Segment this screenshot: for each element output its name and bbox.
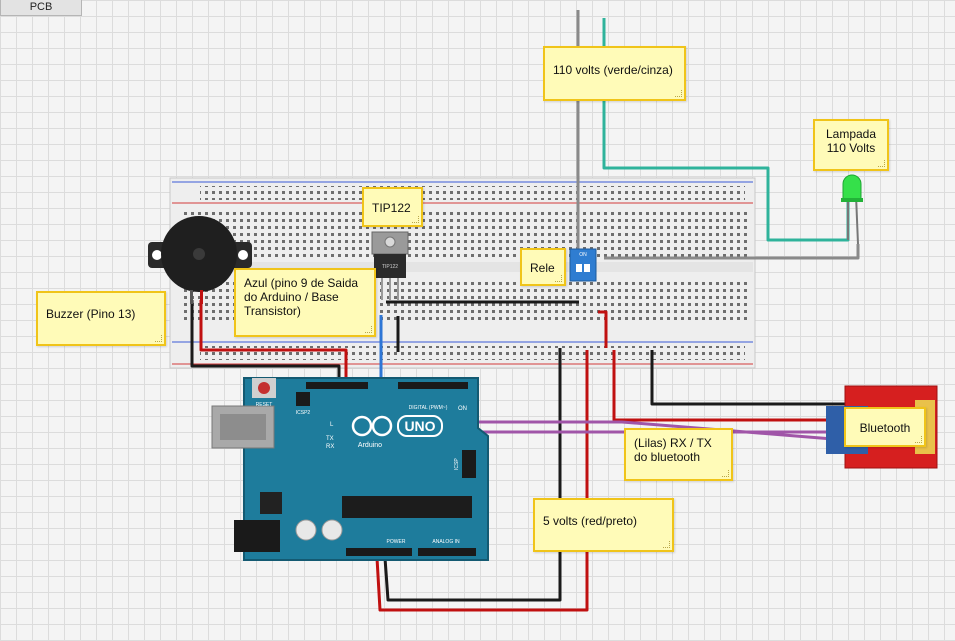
note-5-volts[interactable]: 5 volts (red/preto) <box>533 498 674 552</box>
arduino-uno: RESET ICSP2 DIGITAL (PWM~) UNO Arduino L… <box>211 377 489 561</box>
bottom-power-rail <box>200 346 745 360</box>
arduino-gnd-black-wire <box>383 348 562 602</box>
tx-label: TX <box>326 436 334 442</box>
top-terminal-strip <box>180 212 748 257</box>
transistor-marking: TIP122 <box>382 264 398 270</box>
note-buzzer[interactable]: Buzzer (Pino 13) <box>36 291 166 346</box>
note-110-volts[interactable]: 110 volts (verde/cinza) <box>543 46 686 101</box>
uno-text: UNO <box>404 418 435 434</box>
top-power-rail <box>200 186 745 200</box>
l-label: L <box>330 422 334 428</box>
relay: ON <box>569 248 597 282</box>
reset-label: RESET <box>256 402 273 408</box>
5v-red-wire <box>598 310 608 348</box>
buzzer-black-wire <box>190 300 341 385</box>
note-rele[interactable]: Rele <box>520 248 566 286</box>
transistor: TIP122 <box>371 231 409 300</box>
arduino-brand: Arduino <box>358 442 382 449</box>
arduino-5v-red-wire <box>375 350 589 612</box>
gray-lamp-wire <box>604 244 860 260</box>
note-tip122[interactable]: TIP122 <box>362 187 423 227</box>
on-label: ON <box>458 406 467 412</box>
buzzer-red-wire <box>199 300 348 385</box>
note-azul[interactable]: Azul (pino 9 de Saida do Arduino / Base … <box>234 268 376 337</box>
led-lamp <box>841 174 863 245</box>
bt-red-wire <box>612 350 845 422</box>
power-label: POWER <box>387 539 406 545</box>
pcb-tab[interactable]: PCB <box>0 0 82 16</box>
icsp-label: ICSP <box>454 458 460 470</box>
note-lampada[interactable]: Lampada 110 Volts <box>813 119 889 171</box>
arduino-logo: UNO Arduino <box>351 415 443 449</box>
note-lilas[interactable]: (Lilas) RX / TX do bluetooth <box>624 428 733 481</box>
analog-label: ANALOG IN <box>432 539 460 545</box>
icsp2-label: ICSP2 <box>296 410 311 416</box>
relay-marking: ON <box>579 252 587 258</box>
rx-label: RX <box>326 444 334 450</box>
note-bluetooth[interactable]: Bluetooth <box>844 407 926 447</box>
bt-black-wire <box>650 350 845 406</box>
digital-label: DIGITAL (PWM~) <box>409 405 448 411</box>
buzzer <box>148 216 252 304</box>
